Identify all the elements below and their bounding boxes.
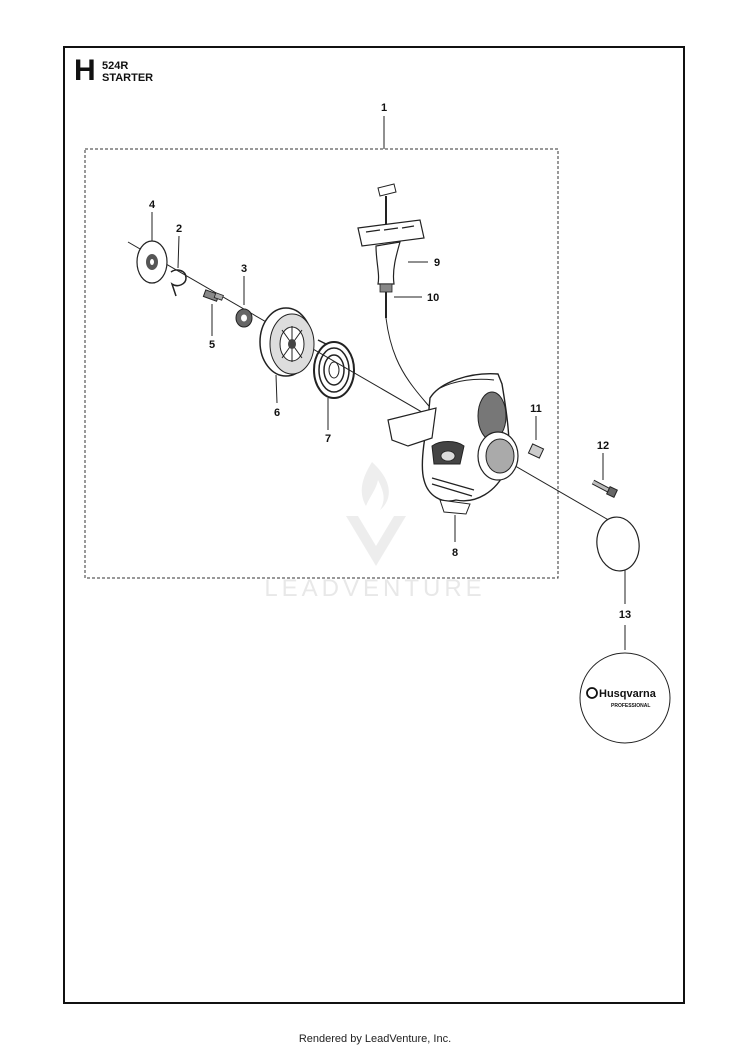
callout-5: 5	[209, 339, 215, 351]
part-12-bolt	[591, 479, 618, 498]
part-3-washer	[235, 308, 253, 328]
model-number: 524R	[102, 60, 129, 72]
logo-brand: Husqvarna	[599, 688, 657, 700]
callout-2: 2	[176, 223, 182, 235]
assembly-box	[84, 148, 559, 579]
callout-9: 9	[434, 257, 440, 269]
callout-7: 7	[325, 433, 331, 445]
callout-3: 3	[241, 263, 247, 275]
part-6-pulley	[259, 307, 315, 377]
part-5-screw	[202, 289, 224, 302]
part-8-housing	[387, 373, 519, 515]
footer-credit: Rendered by LeadVenture, Inc.	[298, 1033, 452, 1045]
diagram-frame	[63, 46, 685, 1004]
callout-12: 12	[597, 440, 609, 452]
callout-1: 1	[381, 102, 387, 114]
diagram-title: STARTER	[102, 72, 154, 84]
section-letter: H	[74, 54, 96, 87]
part-11-bushing	[527, 443, 545, 459]
leader-lines	[127, 116, 626, 650]
part-7-spring	[313, 339, 355, 399]
part-9-handle	[357, 183, 425, 293]
husqvarna-logo: Husqvarna PROFESSIONAL	[579, 652, 671, 744]
logo-sub: PROFESSIONAL	[611, 703, 650, 709]
part-2-clip	[170, 269, 187, 297]
watermark-text: LEADVENTURE	[264, 575, 485, 602]
callout-10: 10	[427, 292, 439, 304]
callout-8: 8	[452, 547, 458, 559]
callout-13: 13	[619, 609, 631, 621]
callout-11: 11	[530, 403, 542, 415]
part-4-plate	[136, 240, 168, 284]
part-13-decal	[596, 516, 640, 572]
callout-labels: 1 2 3 4 5 6 7 8 9 10 11 12 13	[149, 102, 631, 621]
callout-6: 6	[274, 407, 280, 419]
callout-4: 4	[149, 199, 156, 211]
watermark: LEADVENTURE	[264, 462, 485, 602]
